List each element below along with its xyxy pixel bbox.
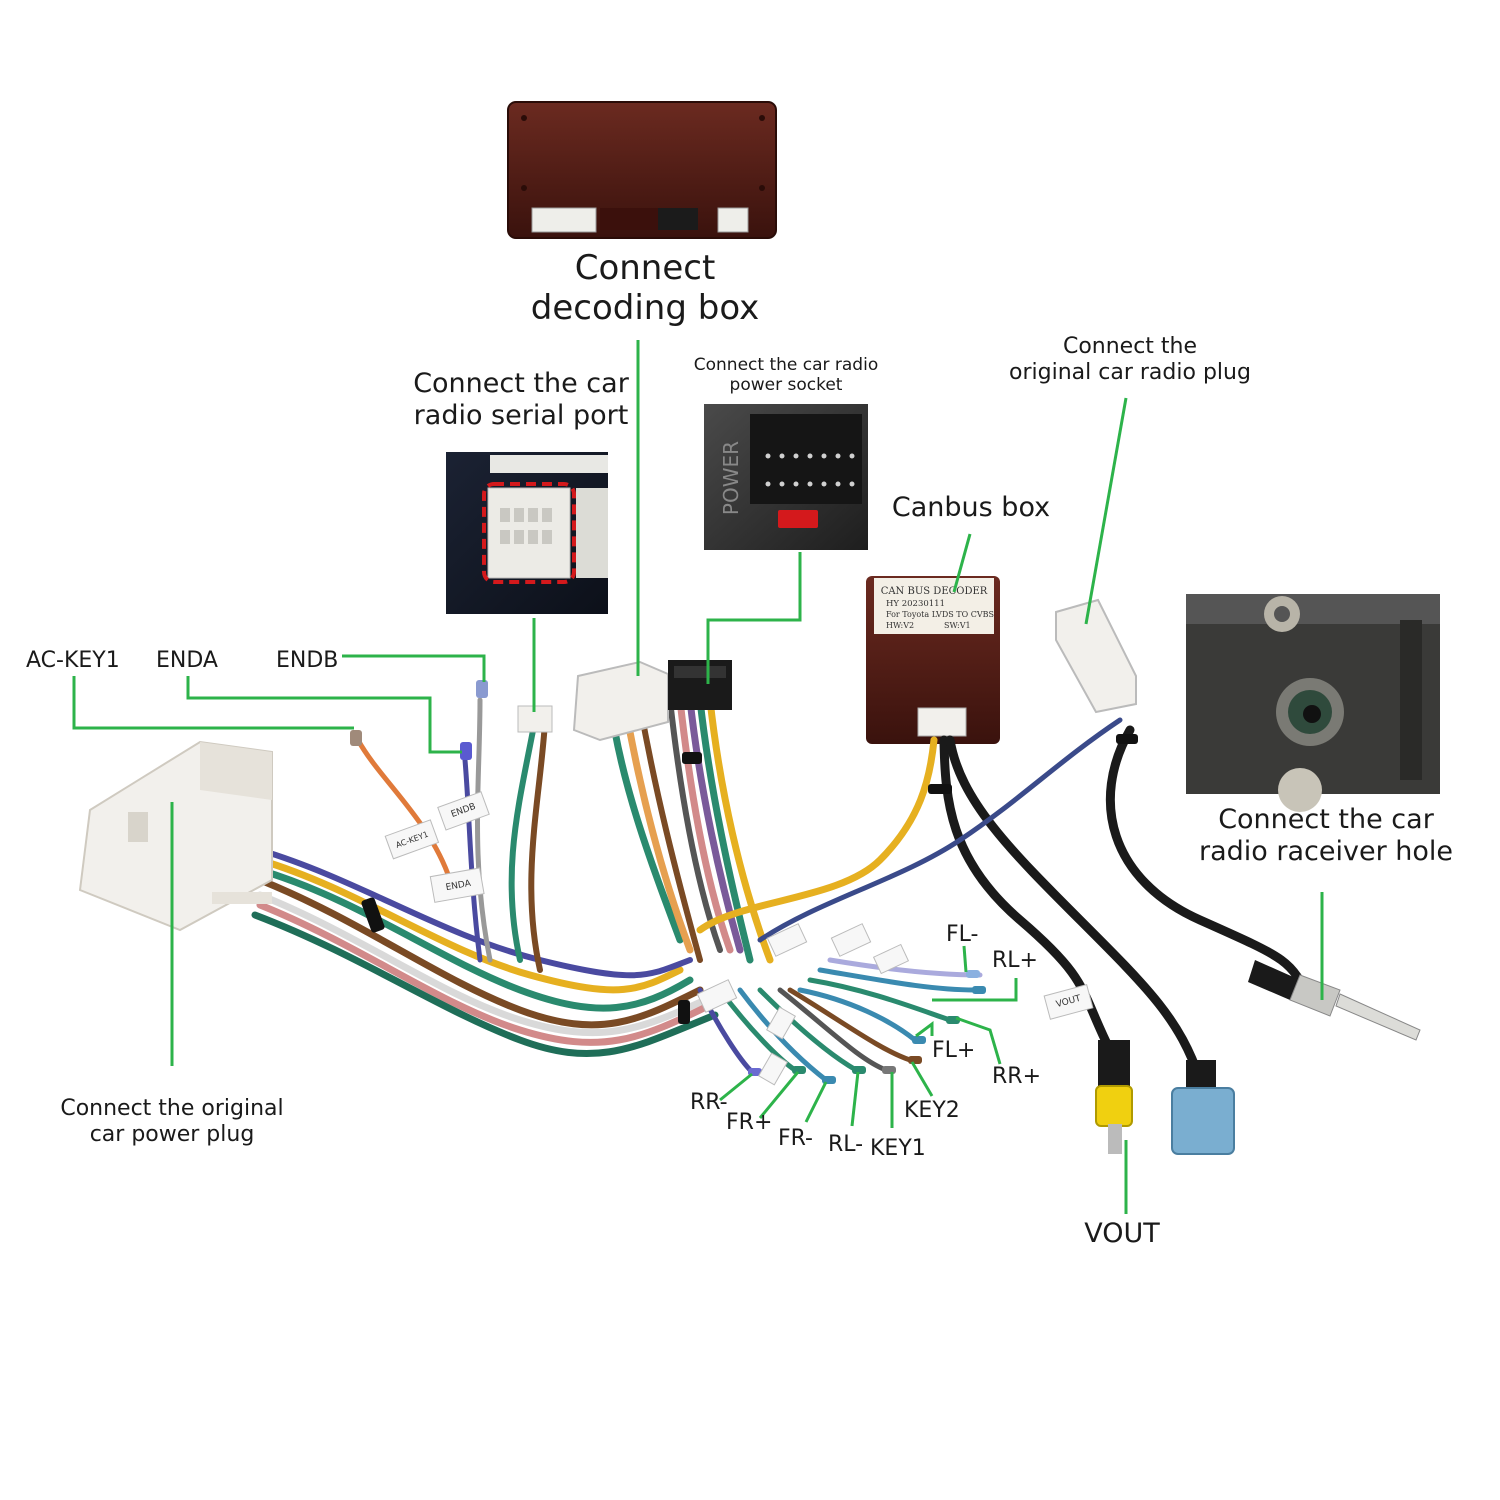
- harness-wires: [251, 696, 1315, 1085]
- blue-video-plug: [1171, 1060, 1235, 1155]
- pin-rr-plus: RR+: [992, 1064, 1042, 1089]
- label-power-plug: Connect the original car power plug: [60, 1096, 284, 1147]
- pin-fr-plus: FR+: [726, 1110, 773, 1135]
- label-radio-plug: Connect the original car radio plug: [1009, 334, 1251, 385]
- label-serial-port: Connect the car radio serial port: [413, 368, 629, 431]
- decoding-box: [507, 101, 777, 239]
- pin-fl-minus: FL-: [946, 922, 979, 947]
- pin-enda: ENDA: [156, 648, 218, 673]
- wire-tips: [350, 680, 986, 1084]
- pin-rl-plus: RL+: [992, 948, 1038, 973]
- pin-endb: ENDB: [276, 648, 339, 673]
- radio-plugs: [517, 660, 732, 742]
- label-decoding-box: Connect decoding box: [530, 248, 760, 329]
- receiver-hole-photo: [1186, 594, 1440, 812]
- original-radio-plug: [1055, 598, 1137, 714]
- pin-ac-key1: AC-KEY1: [26, 648, 120, 673]
- wire-tags: ENDB AC-KEY1 ENDA VOUT: [384, 791, 1094, 1086]
- canbus-print-line4: HW:V2: [886, 621, 914, 630]
- pin-key1: KEY1: [870, 1136, 926, 1161]
- pin-rl-minus: RL-: [828, 1132, 864, 1157]
- vout-rca-plug: [1095, 1040, 1133, 1154]
- canbus-print-line5: SW:V1: [944, 621, 971, 630]
- canbus-box: CAN BUS DECODER HY 20230111 For Toyota L…: [866, 576, 1000, 744]
- canbus-print-line1: CAN BUS DECODER: [881, 586, 988, 597]
- label-receiver-hole: Connect the car radio raceiver hole: [1198, 804, 1453, 867]
- pin-key2: KEY2: [904, 1098, 960, 1123]
- antenna-adapter: [1248, 960, 1421, 1041]
- canbus-print-line2: HY 20230111: [886, 599, 945, 609]
- pin-fr-minus: FR-: [778, 1126, 813, 1151]
- cable-ties: [361, 734, 1138, 1024]
- serial-port-photo: [446, 452, 608, 614]
- canbus-print-line3: For Toyota LVDS TO CVBS: [886, 610, 994, 619]
- pin-rr-minus: RR-: [690, 1090, 728, 1115]
- label-canbus-box: Canbus box: [891, 492, 1051, 523]
- label-vout: VOUT: [1084, 1218, 1160, 1249]
- car-power-plug: [78, 740, 273, 932]
- socket-power-text: POWER: [719, 441, 743, 515]
- tag-enda: ENDA: [445, 879, 473, 893]
- power-socket-photo: POWER: [704, 404, 868, 550]
- pointer-lines: [72, 340, 1324, 1214]
- pin-fl-plus: FL+: [932, 1038, 976, 1063]
- label-power-socket: Connect the car radio power socket: [693, 355, 879, 396]
